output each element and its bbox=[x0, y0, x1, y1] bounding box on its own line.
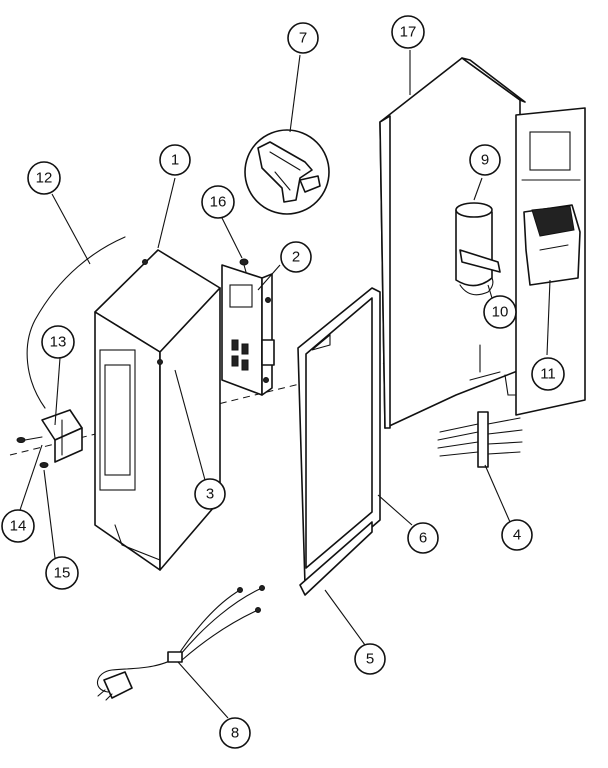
callout-2: 2 bbox=[280, 241, 312, 273]
part-13-bracket bbox=[41, 409, 83, 463]
callout-14: 14 bbox=[1, 509, 35, 543]
part-2-control-board bbox=[221, 264, 275, 396]
svg-text:10: 10 bbox=[492, 304, 509, 321]
svg-text:11: 11 bbox=[540, 366, 556, 383]
part-9-component bbox=[455, 202, 501, 287]
part-6-panel bbox=[297, 287, 381, 586]
part-10-strap bbox=[459, 277, 494, 296]
callout-9: 9 bbox=[469, 144, 501, 176]
svg-text:5: 5 bbox=[366, 651, 374, 668]
svg-text:7: 7 bbox=[299, 30, 307, 47]
callout-1: 1 bbox=[159, 144, 191, 176]
callout-11: 11 bbox=[531, 357, 565, 391]
svg-text:9: 9 bbox=[481, 152, 489, 169]
svg-text:12: 12 bbox=[36, 170, 53, 187]
svg-text:2: 2 bbox=[292, 249, 300, 266]
part-4-harness bbox=[437, 411, 523, 468]
callout-4: 4 bbox=[501, 519, 533, 551]
part-16-screw bbox=[239, 258, 249, 273]
svg-text:16: 16 bbox=[210, 194, 227, 211]
svg-text:1: 1 bbox=[171, 152, 179, 169]
callout-8: 8 bbox=[219, 717, 251, 749]
callout-13: 13 bbox=[41, 325, 75, 359]
callout-3: 3 bbox=[194, 478, 226, 510]
svg-text:14: 14 bbox=[10, 518, 27, 535]
callout-5: 5 bbox=[354, 643, 386, 675]
part-11-box bbox=[523, 204, 581, 286]
svg-text:4: 4 bbox=[513, 527, 521, 544]
svg-text:17: 17 bbox=[400, 24, 417, 41]
callout-6: 6 bbox=[407, 522, 439, 554]
svg-text:6: 6 bbox=[419, 530, 427, 547]
svg-text:3: 3 bbox=[206, 486, 214, 503]
svg-text:8: 8 bbox=[231, 725, 239, 742]
callout-7: 7 bbox=[287, 22, 319, 54]
callout-16: 16 bbox=[201, 185, 235, 219]
part-1-housing bbox=[94, 249, 221, 571]
callout-17: 17 bbox=[391, 15, 425, 49]
part-14-screw bbox=[16, 436, 43, 443]
callout-12: 12 bbox=[27, 161, 61, 195]
part-12-wire bbox=[26, 236, 126, 409]
part-7-detail-inset bbox=[244, 129, 330, 215]
part-8-power-cord bbox=[97, 585, 265, 701]
part-5-trim bbox=[299, 521, 373, 596]
part-15-screw bbox=[39, 462, 49, 468]
svg-text:15: 15 bbox=[54, 565, 71, 582]
callout-10: 10 bbox=[483, 295, 517, 329]
svg-text:13: 13 bbox=[50, 334, 67, 351]
callout-15: 15 bbox=[45, 556, 79, 590]
leader-lines bbox=[19, 50, 551, 719]
